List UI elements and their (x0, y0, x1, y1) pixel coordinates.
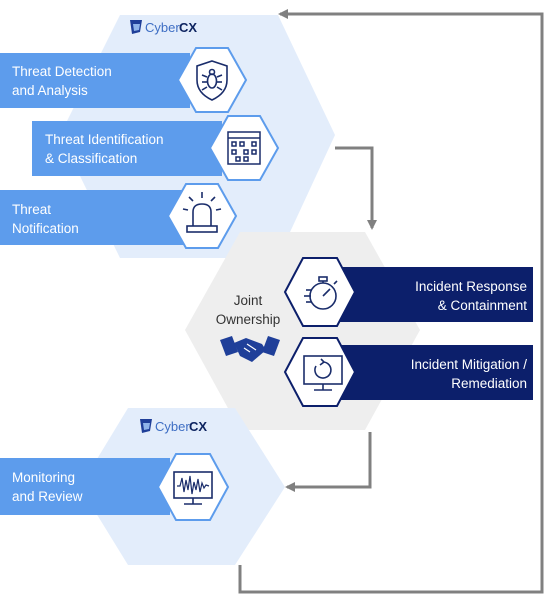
joint-label-line-2: Ownership (216, 312, 281, 327)
stopwatch-icon (304, 276, 338, 310)
brand-name-part-2: CX (179, 20, 197, 35)
step-bar (0, 458, 170, 515)
siren-light-icon (182, 192, 222, 233)
step-label-line-1: Threat Identification (45, 132, 164, 147)
step-bar (325, 267, 533, 322)
brand-logo-bottom: Cyber CX (140, 419, 207, 434)
step-label-line-1: Threat Detection (12, 64, 112, 79)
step-label-line-2: & Containment (438, 298, 528, 313)
brand-logo-top: Cyber CX (130, 20, 197, 35)
step-label-line-1: Incident Mitigation / (411, 357, 528, 372)
step-label-line-2: Remediation (451, 376, 527, 391)
step-label-line-2: and Analysis (12, 83, 88, 98)
icon-hexagon (283, 257, 357, 327)
monitor-refresh-icon (303, 355, 343, 391)
monitor-waveform-icon (173, 471, 213, 505)
step-threat-detection: Threat Detection and Analysis (0, 47, 248, 113)
grid-window-icon (227, 131, 261, 165)
icon-hexagon (208, 115, 280, 181)
step-bar (0, 190, 190, 245)
loop-arrow (238, 9, 544, 594)
step-label-line-2: & Classification (45, 151, 137, 166)
brand-name-part-1: Cyber (155, 419, 190, 434)
step-incident-mitigation: Incident Mitigation / Remediation (283, 337, 533, 407)
step-bar (32, 121, 222, 176)
brand-name-part-1: Cyber (145, 20, 180, 35)
handshake-icon (220, 336, 280, 362)
icon-hexagon (166, 183, 238, 249)
step-threat-identification: Threat Identification & Classification (32, 115, 280, 181)
step-label-line-1: Threat (12, 202, 51, 217)
step-bar (325, 345, 533, 400)
shield-bug-icon (196, 60, 228, 101)
step-label-line-2: Notification (12, 221, 79, 236)
brand-name-part-2: CX (189, 419, 207, 434)
arrow-to-monitoring (285, 432, 372, 492)
arrow-to-joint (335, 146, 377, 230)
joint-ownership: Joint Ownership (216, 293, 281, 362)
icon-hexagon (283, 337, 357, 407)
step-label-line-1: Monitoring (12, 470, 75, 485)
joint-label-line-1: Joint (234, 293, 263, 308)
step-threat-notification: Threat Notification (0, 183, 238, 249)
step-incident-response: Incident Response & Containment (283, 257, 533, 327)
step-bar (0, 53, 190, 108)
step-monitoring-review: Monitoring and Review (0, 453, 230, 521)
icon-hexagon (176, 47, 248, 113)
step-label-line-2: and Review (12, 489, 83, 504)
step-label-line-1: Incident Response (415, 279, 527, 294)
